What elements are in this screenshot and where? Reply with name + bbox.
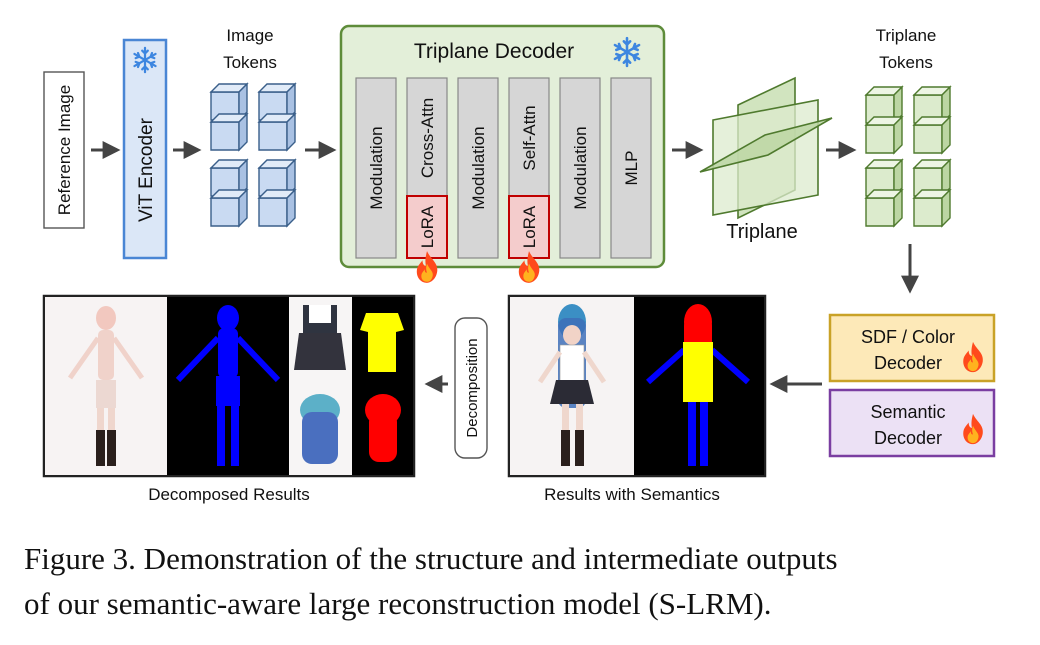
results-with-semantics-label: Results with Semantics: [544, 485, 720, 504]
semantic-decoder-label-1: Semantic: [870, 402, 945, 422]
caption-line-2: of our semantic-aware large reconstructi…: [24, 586, 772, 621]
lora-label: LoRA: [520, 205, 539, 248]
s-lrm-diagram: Reference Image ViT Encoder Image Tokens…: [42, 24, 996, 504]
triplane-decoder-title: Triplane Decoder: [414, 40, 574, 63]
module-label: Modulation: [469, 126, 488, 209]
module-box: [355, 77, 397, 259]
hair-part: [300, 394, 340, 464]
lora-label: LoRA: [418, 205, 437, 248]
decomposition-box: [454, 317, 488, 459]
rgb-character: [537, 304, 607, 466]
decoder-modules: Modulation Cross-Attn LoRA Modulation Se…: [355, 77, 652, 259]
triplane-label: Triplane: [726, 221, 798, 243]
caption-line-1: Figure 3. Demonstration of the structure…: [24, 541, 838, 576]
triplane-tokens: [865, 86, 951, 227]
triplane-tokens-label-1: Triplane: [876, 26, 937, 45]
lora-box: [406, 195, 448, 259]
module-box: [559, 77, 601, 259]
semantic-decoder-box: [828, 388, 996, 458]
triplane-tokens-label-2: Tokens: [879, 53, 933, 72]
reference-image-label: Reference Image: [55, 85, 74, 215]
sdf-color-decoder-box: [828, 313, 996, 383]
hair-seg-part: [365, 394, 401, 462]
module-label: MLP: [622, 151, 641, 186]
sdf-decoder-label-1: SDF / Color: [861, 327, 955, 347]
seg-character: [646, 304, 750, 466]
image-tokens: [210, 83, 296, 227]
clothes-seg-part: [360, 313, 404, 372]
reference-image-box: [43, 71, 85, 229]
module-label: Self-Attn: [520, 105, 539, 170]
semantic-decoder-label-2: Decoder: [874, 428, 942, 448]
module-box: [610, 77, 652, 259]
image-tokens-label-2: Tokens: [223, 53, 277, 72]
decomposition-label: Decomposition: [464, 338, 481, 437]
image-tokens-label-1: Image: [226, 26, 273, 45]
body-seg-character: [175, 305, 281, 466]
vit-encoder-box: [122, 38, 168, 260]
figure-caption: Figure 3. Demonstration of the structure…: [24, 536, 1024, 626]
module-box: [457, 77, 499, 259]
body-character: [67, 306, 145, 466]
module-label: Modulation: [571, 126, 590, 209]
sdf-decoder-label-2: Decoder: [874, 353, 942, 373]
triplane-graphic: [699, 76, 833, 220]
lora-box: [508, 195, 550, 259]
vit-encoder-label: ViT Encoder: [136, 117, 157, 222]
module-label: Modulation: [367, 126, 386, 209]
decomposed-results-label: Decomposed Results: [148, 485, 310, 504]
clothes-part: [294, 305, 346, 370]
module-label: Cross-Attn: [418, 98, 437, 178]
